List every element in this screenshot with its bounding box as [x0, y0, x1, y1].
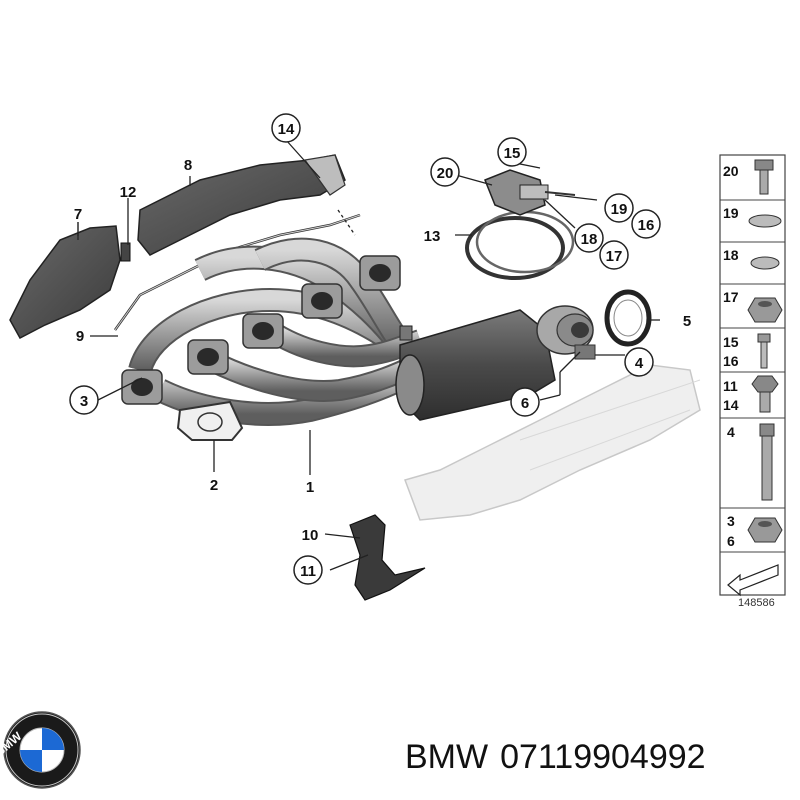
footer-brand: BMW [405, 738, 489, 776]
label-5: 5 [683, 313, 691, 330]
callout-17: 17 [599, 240, 629, 270]
svg-text:16: 16 [638, 217, 655, 234]
callout-14: 14 [271, 113, 301, 143]
legend-14: 14 [723, 397, 739, 413]
callout-15: 15 [497, 137, 527, 167]
gasket-2 [176, 400, 244, 441]
nut-3-6-icon [747, 517, 783, 543]
clamp-13 [465, 169, 576, 280]
label-13: 13 [424, 228, 441, 245]
label-10: 10 [302, 527, 319, 544]
legend-11: 11 [723, 378, 738, 394]
label-12: 12 [120, 184, 137, 201]
ghost-exhaust-pipe [404, 364, 701, 521]
callout-4: 4 [624, 347, 654, 377]
heat-shield-7 [9, 222, 121, 340]
label-1: 1 [306, 479, 314, 496]
footer-part-number: BMW 07119904992 [405, 738, 706, 777]
washer-19-icon [748, 214, 782, 228]
callout-3: 3 [69, 385, 99, 415]
legend-17: 17 [723, 289, 739, 305]
legend-16: 16 [723, 353, 739, 369]
svg-text:14: 14 [278, 121, 295, 138]
legend-4: 4 [727, 424, 735, 440]
svg-text:20: 20 [437, 165, 454, 182]
legend-20: 20 [723, 163, 739, 179]
nut-17-icon [747, 297, 783, 323]
footer-part-code: 07119904992 [500, 738, 706, 776]
legend-panel: 20 19 18 17 15 16 11 14 4 3 6 [719, 154, 786, 597]
svg-text:11: 11 [300, 563, 316, 580]
washer-18-icon [750, 256, 780, 270]
label-9: 9 [76, 328, 84, 345]
callout-18: 18 [574, 223, 604, 253]
legend-3: 3 [727, 513, 735, 529]
svg-text:15: 15 [504, 145, 521, 162]
svg-text:19: 19 [611, 201, 628, 218]
bracket-12 [120, 242, 131, 262]
callout-16: 16 [631, 209, 661, 239]
svg-text:18: 18 [581, 231, 598, 248]
bracket-10 [349, 514, 426, 601]
callout-11: 11 [293, 555, 323, 585]
bolt-20-icon [754, 159, 774, 195]
gasket-ring-5 [604, 289, 652, 347]
legend-6: 6 [727, 533, 735, 549]
svg-text:4: 4 [635, 355, 644, 372]
label-7: 7 [74, 206, 82, 223]
legend-18: 18 [723, 247, 739, 263]
heat-shield-8 [137, 154, 346, 256]
diagram-number: 148586 [738, 597, 775, 609]
callout-6: 6 [510, 387, 540, 417]
callout-20: 20 [430, 157, 460, 187]
legend-19: 19 [723, 205, 739, 221]
label-8: 8 [184, 157, 192, 174]
svg-text:3: 3 [80, 393, 88, 410]
screw-15-16-icon [757, 333, 771, 369]
exhaust-manifold-1 [121, 237, 596, 426]
stud-4-icon [759, 423, 775, 501]
bmw-logo: BMW [0, 711, 81, 789]
direction-arrow-icon [727, 564, 779, 597]
callout-19: 19 [604, 193, 634, 223]
svg-text:6: 6 [521, 395, 529, 412]
label-2: 2 [210, 477, 218, 494]
svg-text:17: 17 [606, 248, 623, 265]
legend-15: 15 [723, 334, 739, 350]
bolt-11-14-icon [751, 375, 779, 413]
